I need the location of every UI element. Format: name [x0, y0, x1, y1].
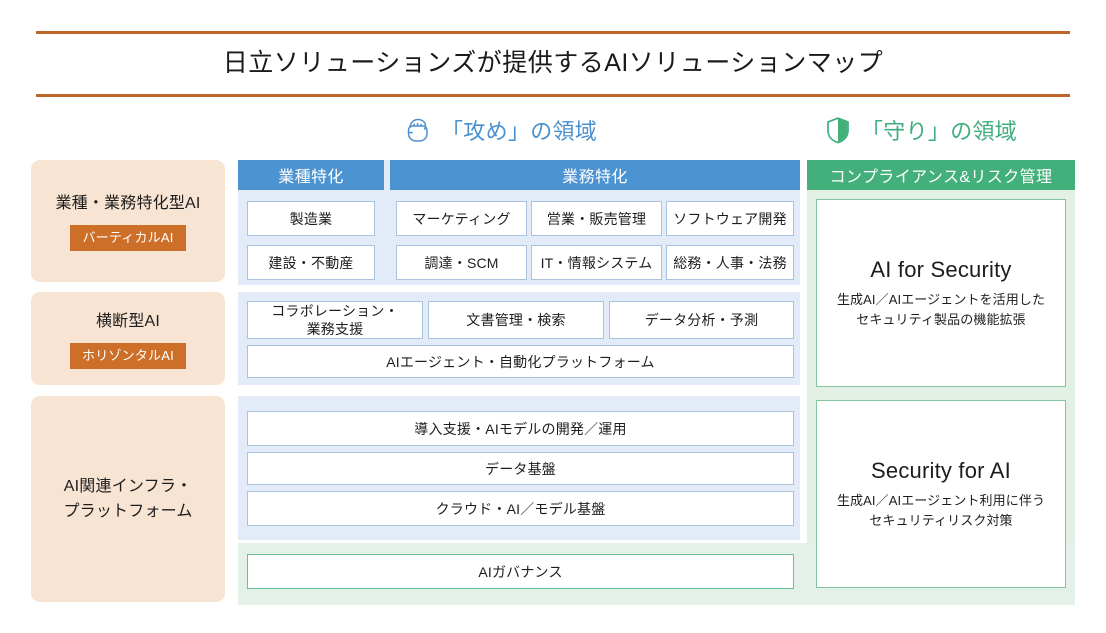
card-title: AI for Security — [870, 256, 1012, 282]
sidebar-item-ai-infrastructure[interactable]: AI関連インフラ・プラットフォーム — [31, 396, 225, 602]
card-data-analytics[interactable]: データ分析・予測 — [609, 301, 794, 339]
card-procurement-scm[interactable]: 調達・SCM — [396, 245, 527, 280]
card-general-affairs[interactable]: 総務・人事・法務 — [666, 245, 794, 280]
card-agent-platform[interactable]: AIエージェント・自動化プラットフォーム — [247, 345, 794, 378]
card-ai-governance[interactable]: AIガバナンス — [247, 554, 794, 589]
domain-header-defense: 「守り」の領域 — [824, 112, 1017, 148]
card-marketing[interactable]: マーケティング — [396, 201, 527, 236]
domain-defense-label: 「守り」の領域 — [861, 119, 1018, 144]
title-rule-top — [36, 31, 1070, 34]
card-sales-management[interactable]: 営業・販売管理 — [531, 201, 662, 236]
shield-icon — [824, 115, 852, 145]
card-manufacturing[interactable]: 製造業 — [247, 201, 375, 236]
card-data-platform[interactable]: データ基盤 — [247, 452, 794, 485]
card-subtitle: 生成AI／AIエージェントを活用したセキュリティ製品の機能拡張 — [836, 291, 1046, 327]
column-header-business: 業務特化 — [390, 160, 800, 190]
domain-offense-label: 「攻め」の領域 — [441, 119, 598, 144]
sidebar-item-label: 横断型AI — [95, 312, 161, 330]
title-rule-bottom — [36, 94, 1070, 97]
card-implementation-support[interactable]: 導入支援・AIモデルの開発／運用 — [247, 411, 794, 446]
card-document-management[interactable]: 文書管理・検索 — [428, 301, 604, 339]
card-cloud-model-platform[interactable]: クラウド・AI／モデル基盤 — [247, 491, 794, 526]
sidebar-item-horizontal-ai[interactable]: 横断型AI ホリゾンタルAI — [31, 292, 225, 385]
fist-icon — [404, 115, 432, 145]
sidebar-item-label: AI関連インフラ・プラットフォーム — [63, 478, 193, 520]
column-header-compliance: コンプライアンス&リスク管理 — [807, 160, 1075, 190]
card-title: Security for AI — [871, 457, 1011, 483]
card-ai-for-security[interactable]: AI for Security 生成AI／AIエージェントを活用したセキュリティ… — [816, 199, 1066, 387]
domain-header-offense: 「攻め」の領域 — [404, 112, 597, 148]
sidebar-item-label: 業種・業務特化型AI — [55, 195, 201, 212]
card-collaboration[interactable]: コラボレーション・業務支援 — [247, 301, 423, 339]
card-security-for-ai[interactable]: Security for AI 生成AI／AIエージェント利用に伴うセキュリティ… — [816, 400, 1066, 588]
card-subtitle: 生成AI／AIエージェント利用に伴うセキュリティリスク対策 — [836, 492, 1046, 528]
card-it-systems[interactable]: IT・情報システム — [531, 245, 662, 280]
status-badge: バーティカルAI — [70, 225, 186, 251]
column-header-industry: 業種特化 — [238, 160, 384, 190]
sidebar-item-vertical-ai[interactable]: 業種・業務特化型AI バーティカルAI — [31, 160, 225, 282]
card-software-development[interactable]: ソフトウェア開発 — [666, 201, 794, 236]
page-title: 日立ソリューションズが提供するAIソリューションマップ — [222, 49, 884, 77]
card-construction[interactable]: 建設・不動産 — [247, 245, 375, 280]
status-badge: ホリゾンタルAI — [70, 342, 186, 369]
